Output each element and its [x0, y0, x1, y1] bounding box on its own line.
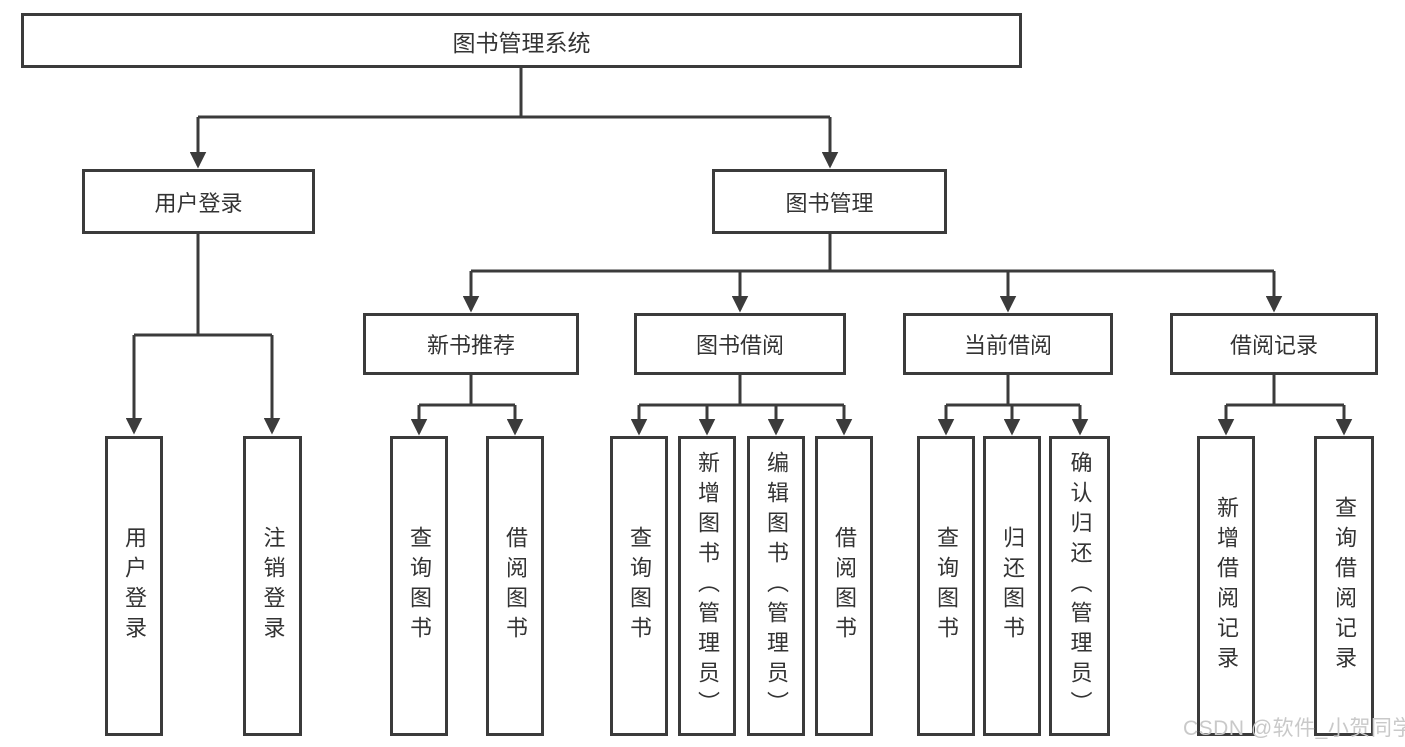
leaf-edit-book-admin: 编辑图书（管理员）: [747, 436, 805, 736]
node-book-management: 图书管理: [712, 169, 947, 234]
edge-user-login-to-leaves: [125, 234, 281, 435]
csdn-watermark: CSDN @软件_小贺同学: [1183, 717, 1405, 740]
node-user-login: 用户登录: [82, 169, 315, 234]
edge-borrowing-records-to-leaves: [1217, 375, 1353, 436]
leaf-query-books-current: 查询图书: [917, 436, 975, 736]
leaf-borrow-books-borrowing: 借阅图书: [815, 436, 873, 736]
edge-current-borrowing-to-leaves: [937, 375, 1089, 436]
node-book-borrowing: 图书借阅: [634, 313, 846, 375]
leaf-query-borrow-record: 查询借阅记录: [1314, 436, 1374, 736]
leaf-query-books-borrowing: 查询图书: [610, 436, 668, 736]
leaf-add-book-admin: 新增图书（管理员）: [678, 436, 736, 736]
edge-root-to-level2: [189, 68, 839, 169]
node-current-borrowing: 当前借阅: [903, 313, 1113, 375]
node-library-system: 图书管理系统: [21, 13, 1022, 68]
leaf-borrow-books-recommend: 借阅图书: [486, 436, 544, 736]
edge-new-book-recommendation-to-leaves: [410, 375, 524, 436]
leaf-logout: 注销登录: [243, 436, 302, 736]
leaf-add-borrow-record: 新增借阅记录: [1197, 436, 1255, 736]
leaf-return-books: 归还图书: [983, 436, 1041, 736]
edge-book-borrowing-to-leaves: [630, 375, 853, 436]
edge-book-management-to-level3: [462, 234, 1283, 313]
node-borrowing-records: 借阅记录: [1170, 313, 1378, 375]
leaf-confirm-return-admin: 确认归还（管理员）: [1049, 436, 1110, 736]
node-new-book-recommendation: 新书推荐: [363, 313, 579, 375]
leaf-query-books-recommend: 查询图书: [390, 436, 448, 736]
leaf-user-login: 用户登录: [105, 436, 163, 736]
